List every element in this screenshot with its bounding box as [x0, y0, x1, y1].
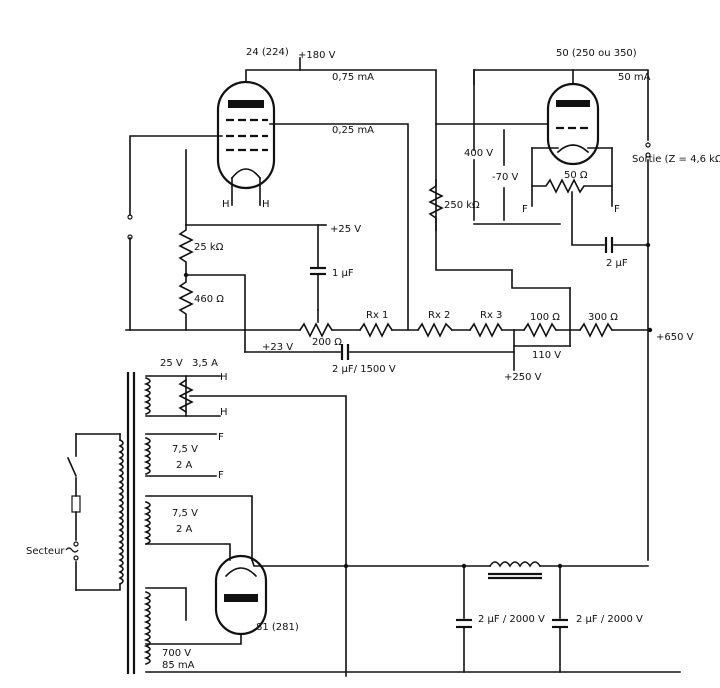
capacitor-1uf — [310, 266, 326, 311]
resistor-rx3 — [468, 322, 504, 338]
h2-label: H — [262, 199, 270, 210]
tube-24-label: 24 (224) — [246, 47, 289, 58]
h1-label: H — [222, 199, 230, 210]
tube-50-label: 50 (250 ou 350) — [556, 48, 637, 59]
secteur-label: Secteur — [26, 546, 65, 557]
v75b-label: 7,5 V — [172, 508, 198, 519]
c2uf2000b-label: 2 μF / 2000 V — [576, 614, 643, 625]
resistor-50 — [531, 178, 613, 194]
plus650-label: +650 V — [656, 332, 694, 343]
v700-label: 700 V — [162, 648, 191, 659]
a2a-label: 2 A — [176, 460, 193, 471]
power-transformer — [75, 372, 151, 674]
capacitor-2uf — [604, 237, 614, 253]
resistor-25k — [178, 224, 194, 276]
sortie-label: Sortie (Z = 4,6 kΩ) — [632, 154, 720, 165]
ma50-label: 50 mA — [618, 72, 651, 83]
tf2-label: F — [218, 470, 224, 481]
r25k-label: 25 kΩ — [194, 242, 224, 253]
plus180-label: +180 V — [298, 50, 336, 61]
r250k-label: 250 kΩ — [444, 200, 480, 211]
v75a-label: 7,5 V — [172, 444, 198, 455]
c2uf-label: 2 μF — [606, 258, 628, 269]
v400-label: 400 V — [464, 148, 493, 159]
f2-label: F — [614, 204, 620, 215]
a2b-label: 2 A — [176, 524, 193, 535]
rx1-label: Rx 1 — [366, 310, 388, 321]
resistor-hum-pot — [178, 378, 194, 414]
resistor-300 — [578, 322, 614, 338]
resistor-250k — [428, 179, 444, 231]
resistor-460 — [178, 274, 194, 331]
v110-label: 110 V — [532, 350, 561, 361]
plus23-label: +23 V — [262, 342, 293, 353]
minus70-label: -70 V — [492, 172, 519, 183]
c2uf1500-label: 2 μF/ 1500 V — [332, 364, 396, 375]
tube-50 — [546, 82, 600, 166]
capacitor-2uf-1500 — [340, 344, 350, 360]
th1-label: H — [220, 372, 228, 383]
tube-24 — [216, 80, 276, 206]
rx2-label: Rx 2 — [428, 310, 450, 321]
r50-label: 50 Ω — [564, 170, 588, 181]
ma025-label: 0,25 mA — [332, 125, 374, 136]
plus25-label: +25 V — [330, 224, 361, 235]
rx3-label: Rx 3 — [480, 310, 502, 321]
tf1-label: F — [218, 432, 224, 443]
ma075-label: 0,75 mA — [332, 72, 374, 83]
tube-81-label: 81 (281) — [256, 622, 299, 633]
th2-label: H — [220, 407, 228, 418]
resistor-rx1 — [358, 322, 394, 338]
resistor-100 — [522, 322, 558, 338]
c1uf-label: 1 μF — [332, 268, 354, 279]
r200-label: 200 Ω — [312, 337, 342, 348]
r300-label: 300 Ω — [588, 312, 618, 323]
resistor-200 — [298, 322, 334, 338]
filter-capacitor-b — [552, 618, 568, 629]
resistor-rx2 — [416, 322, 454, 338]
c2uf2000a-label: 2 μF / 2000 V — [478, 614, 545, 625]
filter-capacitor-a — [456, 618, 472, 629]
filter-choke — [488, 561, 542, 580]
ma85-label: 85 mA — [162, 660, 195, 671]
r460-label: 460 Ω — [194, 294, 224, 305]
r100-label: 100 Ω — [530, 312, 560, 323]
plus250-label: +250 V — [504, 372, 542, 383]
v25-label: 25 V — [160, 358, 183, 369]
a35-label: 3,5 A — [192, 358, 218, 369]
f1-label: F — [522, 204, 528, 215]
